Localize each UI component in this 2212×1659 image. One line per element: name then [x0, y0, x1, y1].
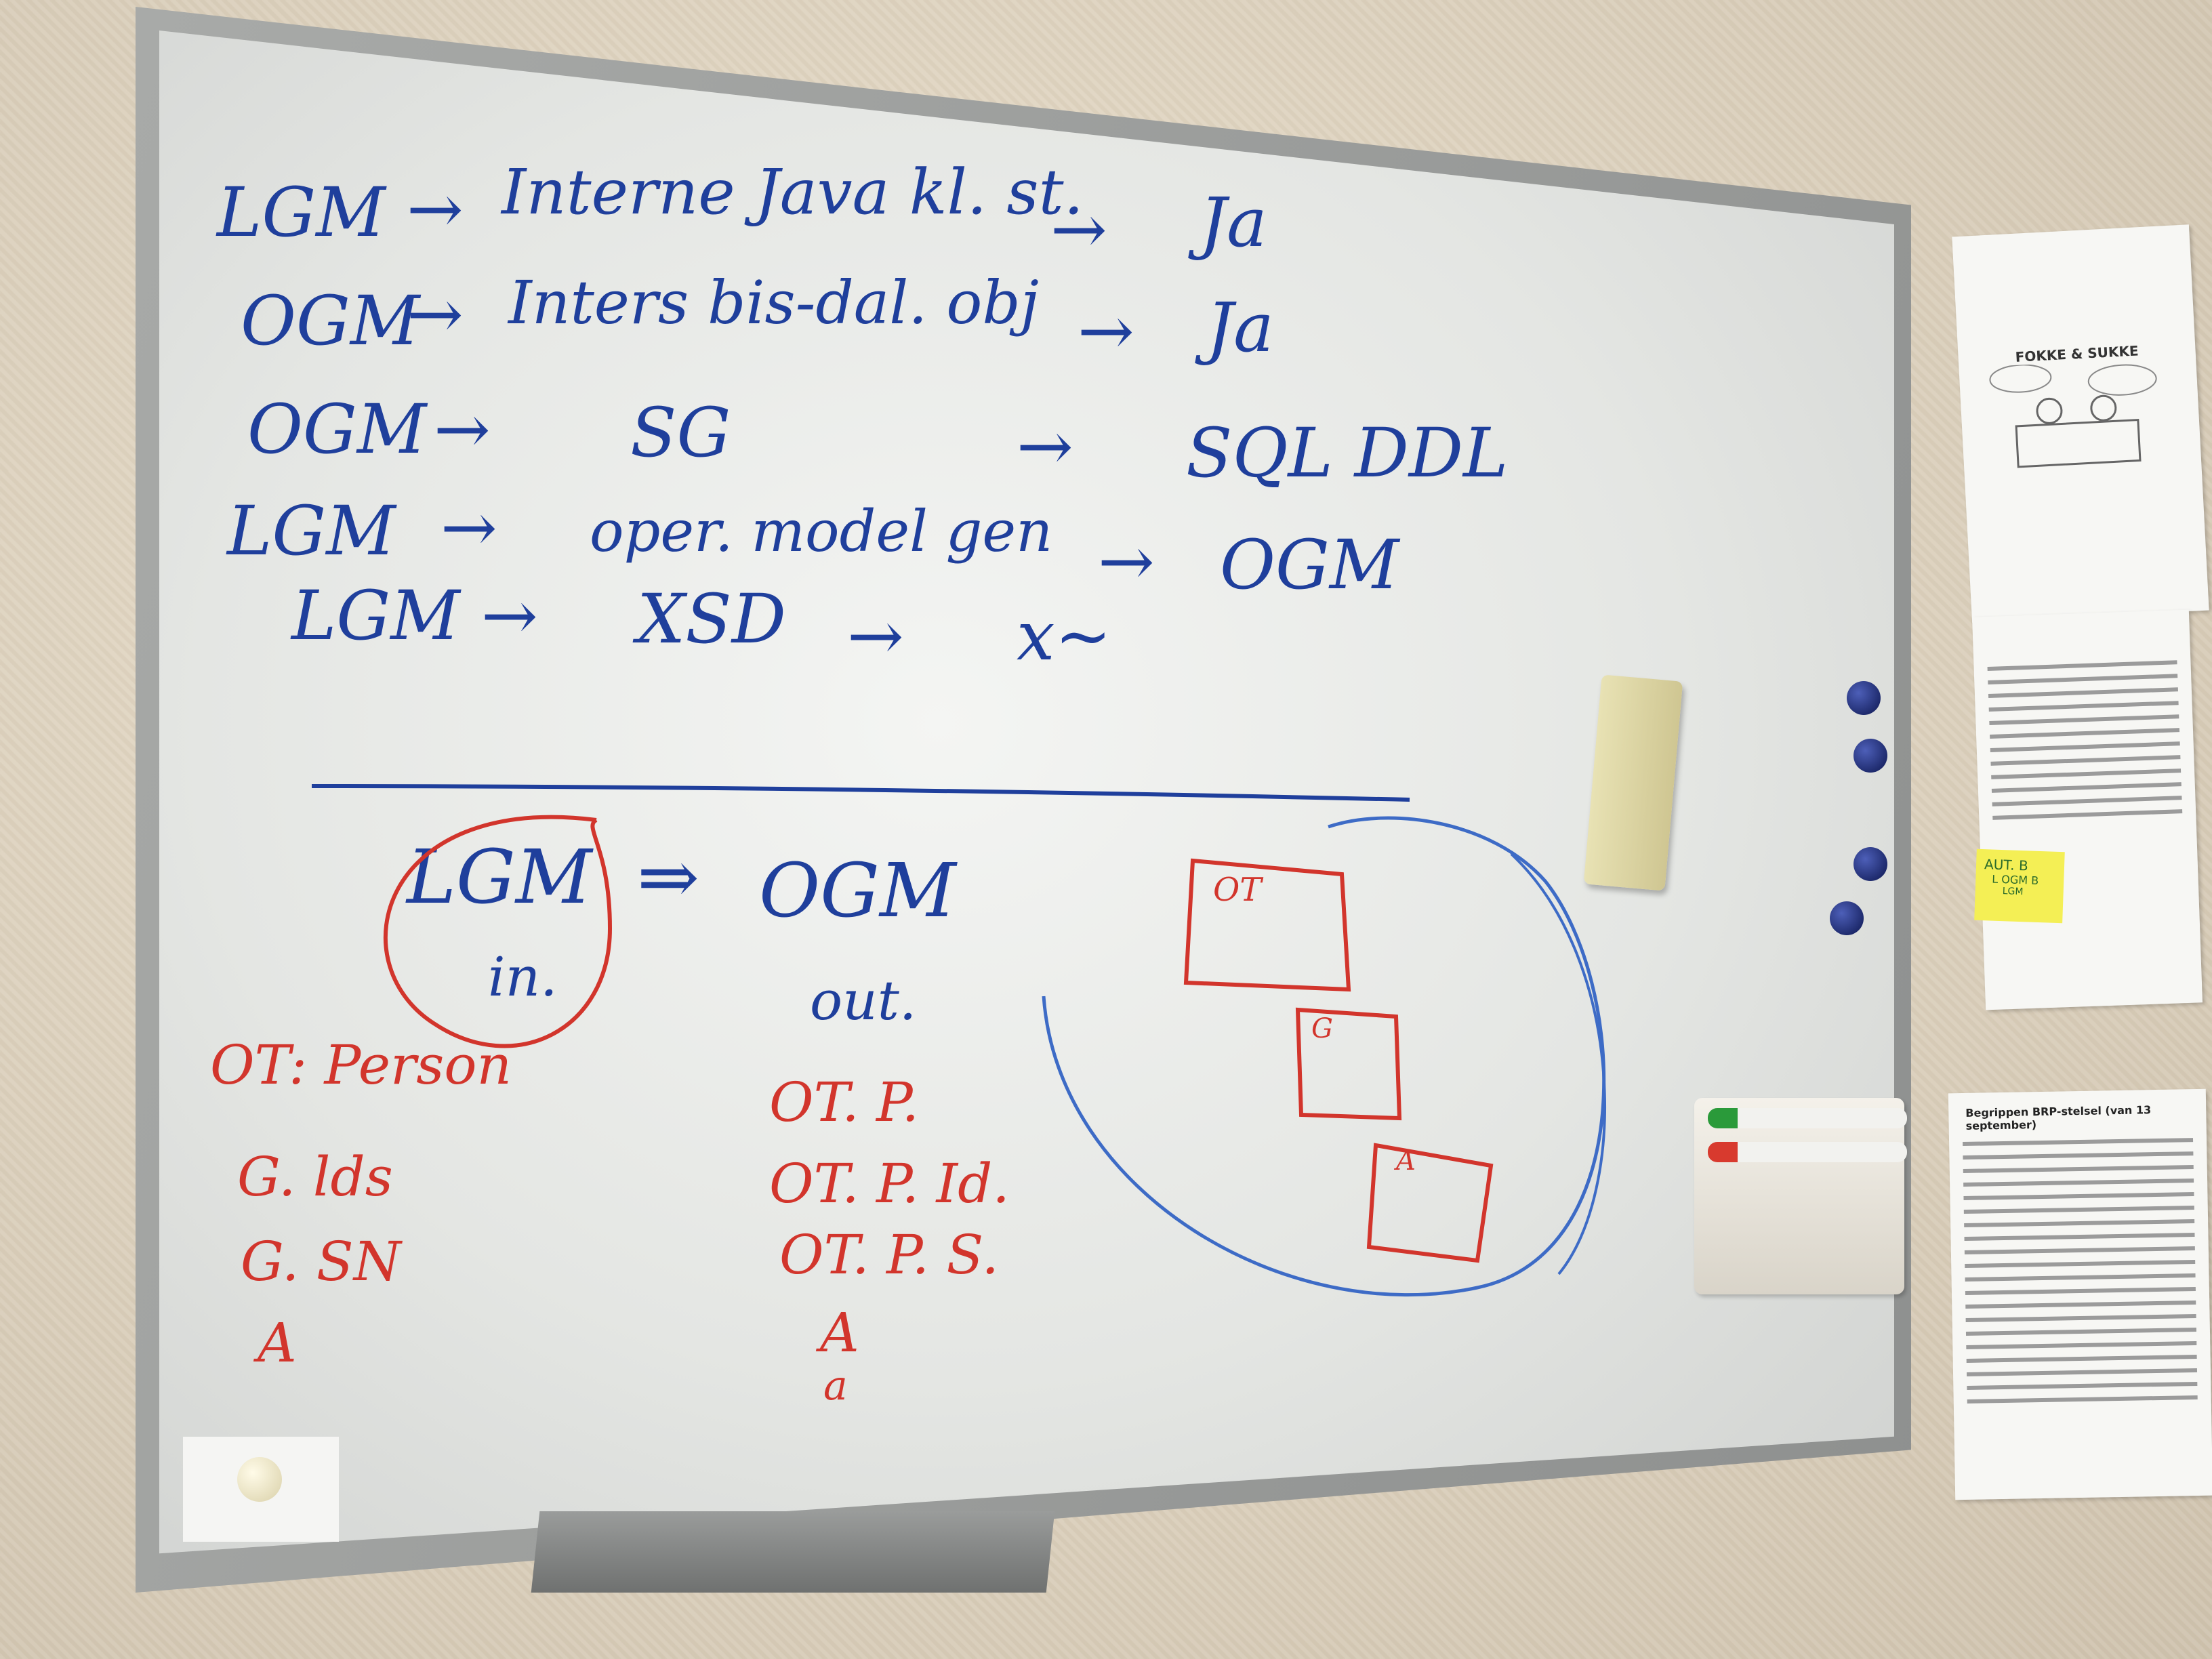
box-2 — [1295, 1007, 1402, 1121]
row1-from: LGM — [217, 173, 386, 252]
blue-loop — [1042, 816, 1606, 1297]
row2-middle: Inters bis-dal. obj — [508, 268, 1039, 337]
box-2-label: G — [1311, 1013, 1333, 1044]
row3-arrow2: → — [1017, 407, 1073, 486]
right-list-item-1: OT. P. — [769, 1071, 920, 1134]
box-1 — [1183, 858, 1351, 992]
row2-from: OGM — [241, 281, 420, 361]
magnet-2[interactable] — [1853, 739, 1887, 773]
row1-middle: Interne Java kl. st. — [501, 156, 1084, 228]
row4-to: OGM — [1220, 525, 1399, 605]
row4-middle: oper. model gen — [590, 498, 1053, 565]
right-list-item-2: OT. P. Id. — [769, 1152, 1010, 1215]
row3-from: OGM — [247, 390, 427, 469]
magnet-3[interactable] — [1853, 847, 1887, 881]
right-list-item-3: OT. P. S. — [779, 1223, 999, 1286]
row2-arrow2: → — [1078, 291, 1134, 371]
row5-to: x~ — [1017, 596, 1112, 676]
left-list-item-2: G. lds — [237, 1145, 393, 1208]
magnet-4[interactable] — [1830, 901, 1864, 935]
row4-arrow2: → — [1098, 522, 1155, 601]
red-marker[interactable] — [1708, 1142, 1907, 1162]
row4-from: LGM — [227, 491, 396, 571]
row1-to: Ja — [1200, 183, 1267, 262]
magnet-1[interactable] — [1847, 681, 1881, 715]
row3-to: SQL DDL — [1186, 413, 1509, 493]
diagram-left-sub: in. — [488, 945, 558, 1008]
left-list-item-1: OT: Person — [210, 1033, 512, 1097]
marker-holder — [1694, 1098, 1907, 1294]
row1-arrow2: → — [1050, 190, 1107, 269]
box-1-label: OT — [1213, 871, 1262, 909]
row3-arrow: → — [434, 390, 491, 469]
diagram-right-sub: out. — [810, 969, 917, 1032]
comic-drawing — [1989, 364, 2157, 468]
green-marker[interactable] — [1708, 1108, 1907, 1128]
brand-label-card — [183, 1437, 339, 1542]
row5-arrow2: → — [847, 596, 904, 676]
diagram-double-arrow: ⇒ — [637, 834, 700, 920]
board-magnet-button — [237, 1457, 282, 1502]
row2-to: Ja — [1206, 288, 1274, 367]
right-list-item-5: a — [823, 1362, 848, 1410]
left-list-item-3: G. SN — [241, 1230, 401, 1293]
row3-middle: SG — [630, 393, 731, 472]
row5-middle: XSD — [637, 579, 786, 659]
diagram-right-label: OGM — [759, 847, 956, 934]
blue-loop-2 — [1510, 853, 1606, 1275]
row2-arrow: → — [407, 274, 464, 354]
divider-line — [311, 784, 1410, 802]
row5-arrow: → — [481, 576, 538, 655]
box-3 — [1366, 1143, 1494, 1263]
red-circle — [383, 815, 613, 1048]
row5-from: LGM — [291, 576, 460, 655]
right-list-item-4: A — [820, 1301, 859, 1364]
left-list-item-4: A — [258, 1311, 297, 1374]
row1-arrow: → — [407, 169, 464, 249]
comic-paper: FOKKE & SUKKE — [1952, 224, 2209, 623]
row4-arrow: → — [441, 488, 497, 567]
